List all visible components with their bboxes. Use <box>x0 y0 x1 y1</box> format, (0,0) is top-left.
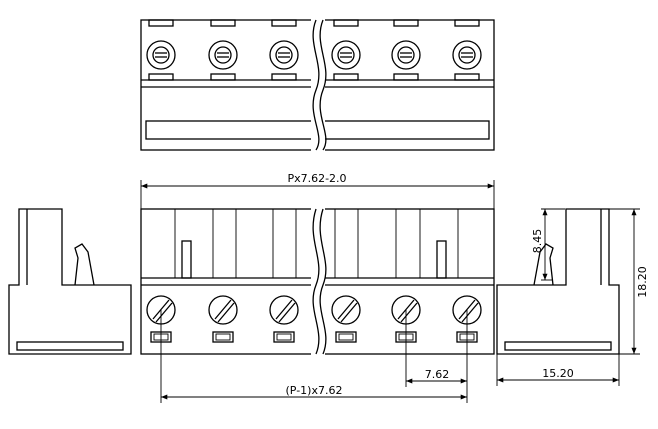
total-pitch-dim: (P-1)x7.62 <box>286 384 343 397</box>
screw-terminal-icon <box>391 40 421 70</box>
wire-entry-icon <box>335 331 357 343</box>
front-view <box>140 205 495 358</box>
screw-terminal-icon <box>331 40 361 70</box>
screw-terminal-icon <box>146 40 176 70</box>
screw-terminal-icon <box>331 295 361 325</box>
screw-terminal-icon <box>452 40 482 70</box>
height-dim: 18.20 <box>636 266 649 298</box>
screw-terminal-icon <box>269 40 299 70</box>
screw-terminal-icon <box>208 40 238 70</box>
top-view <box>140 16 495 156</box>
wire-entry-icon <box>212 331 234 343</box>
depth-dim: 15.20 <box>542 367 574 380</box>
screw-terminal-icon <box>208 295 238 325</box>
overall-width-dim: Px7.62-2.0 <box>287 172 346 185</box>
right-side-view <box>496 208 620 355</box>
hook-height-dim: 8.45 <box>531 229 544 254</box>
pitch-dim: 7.62 <box>425 368 450 381</box>
left-side-view <box>8 208 132 355</box>
wire-entry-icon <box>273 331 295 343</box>
screw-terminal-icon <box>269 295 299 325</box>
dimensions: Px7.62-2.0 (P-1)x7.62 7.62 18.20 15.20 8… <box>140 172 649 403</box>
